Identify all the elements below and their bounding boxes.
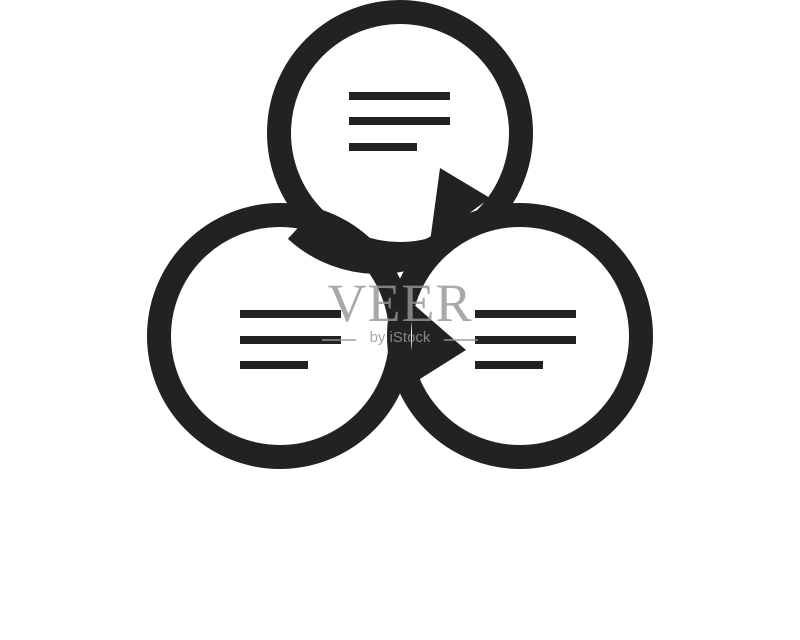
watermark-rule-right — [444, 339, 478, 341]
top-text-line — [349, 143, 417, 151]
top-text-line — [349, 117, 450, 125]
top-bubble-tail-front — [430, 168, 490, 242]
top-text-line — [349, 92, 450, 100]
left-text-line — [240, 310, 341, 318]
top-bubble-rim-overlap — [287, 220, 444, 274]
right-text-line — [475, 310, 576, 318]
left-text-line — [240, 361, 308, 369]
watermark-rule-left — [322, 339, 356, 341]
right-text-line — [475, 361, 543, 369]
right-bubble-tail-front — [412, 303, 466, 384]
left-text-line — [240, 336, 341, 344]
right-text-line — [475, 336, 576, 344]
